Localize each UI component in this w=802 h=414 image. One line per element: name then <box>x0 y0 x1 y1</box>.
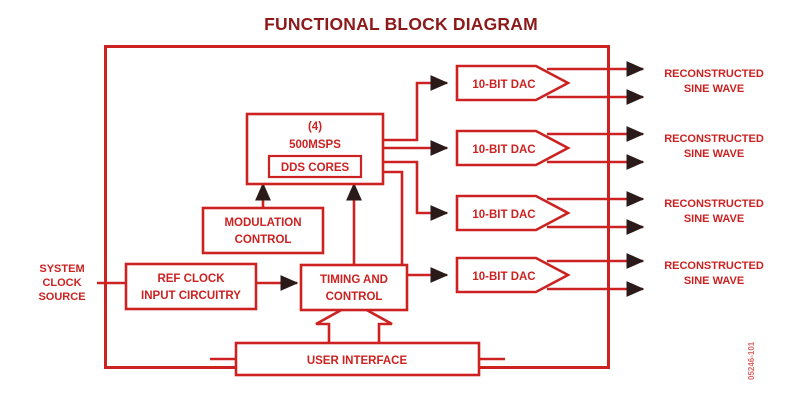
line-dds-to-dac-1 <box>383 74 449 142</box>
output-4-line1: RECONSTRUCTED <box>664 260 764 272</box>
block-dac-3[interactable]: 10-BIT DAC <box>455 194 571 232</box>
input-label-line2: CLOCK <box>42 277 81 289</box>
label-output-4: RECONSTRUCTED SINE WAVE <box>664 260 764 287</box>
output-3-line2: SINE WAVE <box>684 213 744 225</box>
block-dac-3-label: 10-BIT DAC <box>472 209 535 221</box>
block-timing-and-control[interactable]: TIMING AND CONTROL <box>299 263 409 312</box>
block-dac-4[interactable]: 10-BIT DAC <box>455 256 571 294</box>
figure-number: 05246-101 <box>747 341 756 380</box>
output-3-line1: RECONSTRUCTED <box>664 198 764 210</box>
block-ref-clock-input-circuitry[interactable]: REF CLOCK INPUT CIRCUITRY <box>124 262 258 311</box>
block-modulation-control[interactable]: MODULATION CONTROL <box>201 206 325 255</box>
page-title: FUNCTIONAL BLOCK DIAGRAM <box>264 14 538 34</box>
block-user-interface-outline <box>234 341 481 377</box>
block-dac-2[interactable]: 10-BIT DAC <box>455 129 571 167</box>
block-dac-1[interactable]: 10-BIT DAC <box>455 64 571 102</box>
block-dds-inner-label: DDS CORES <box>281 162 350 174</box>
output-1-line2: SINE WAVE <box>684 83 744 95</box>
block-dds-inner-outline <box>267 154 363 179</box>
block-dds-cores[interactable]: (4) 500MSPS DDS CORES <box>245 112 385 186</box>
block-dds-line2: 500MSPS <box>289 139 341 151</box>
block-user-interface[interactable]: USER INTERFACE <box>234 341 481 377</box>
block-timing-control-line1: TIMING AND <box>320 274 388 286</box>
label-output-1: RECONSTRUCTED SINE WAVE <box>664 68 764 95</box>
block-dac-1-outline <box>455 64 571 102</box>
block-dac-2-outline <box>455 129 571 167</box>
label-system-clock-source: SYSTEM CLOCK SOURCE <box>38 263 85 303</box>
output-4-line2: SINE WAVE <box>684 275 744 287</box>
output-2-line2: SINE WAVE <box>684 148 744 160</box>
label-output-3: RECONSTRUCTED SINE WAVE <box>664 198 764 225</box>
block-modulation-control-line2: CONTROL <box>235 234 292 246</box>
block-ref-clock-outline <box>124 262 258 311</box>
block-dac-1-label: 10-BIT DAC <box>472 79 535 91</box>
block-dac-3-outline <box>455 194 571 232</box>
block-modulation-control-line1: MODULATION <box>224 217 301 229</box>
input-label-line3: SOURCE <box>38 291 85 303</box>
line-dds-to-dac-4 <box>383 170 449 284</box>
block-user-interface-label: USER INTERFACE <box>307 355 408 367</box>
line-dds-to-dac-3 <box>383 160 449 222</box>
output-1-line1: RECONSTRUCTED <box>664 68 764 80</box>
block-dac-4-outline <box>455 256 571 294</box>
block-timing-control-line2: CONTROL <box>326 291 383 303</box>
block-ref-clock-line2: INPUT CIRCUITRY <box>141 290 241 302</box>
block-dac-4-label: 10-BIT DAC <box>472 271 535 283</box>
block-ref-clock-line1: REF CLOCK <box>157 273 225 285</box>
block-timing-control-outline <box>299 263 409 312</box>
input-label-line1: SYSTEM <box>39 263 84 275</box>
block-dds-line1: (4) <box>308 121 322 133</box>
block-dac-2-label: 10-BIT DAC <box>472 144 535 156</box>
block-modulation-control-outline <box>201 206 325 255</box>
output-2-line1: RECONSTRUCTED <box>664 133 764 145</box>
connection-lines <box>97 60 645 361</box>
label-output-2: RECONSTRUCTED SINE WAVE <box>664 133 764 160</box>
